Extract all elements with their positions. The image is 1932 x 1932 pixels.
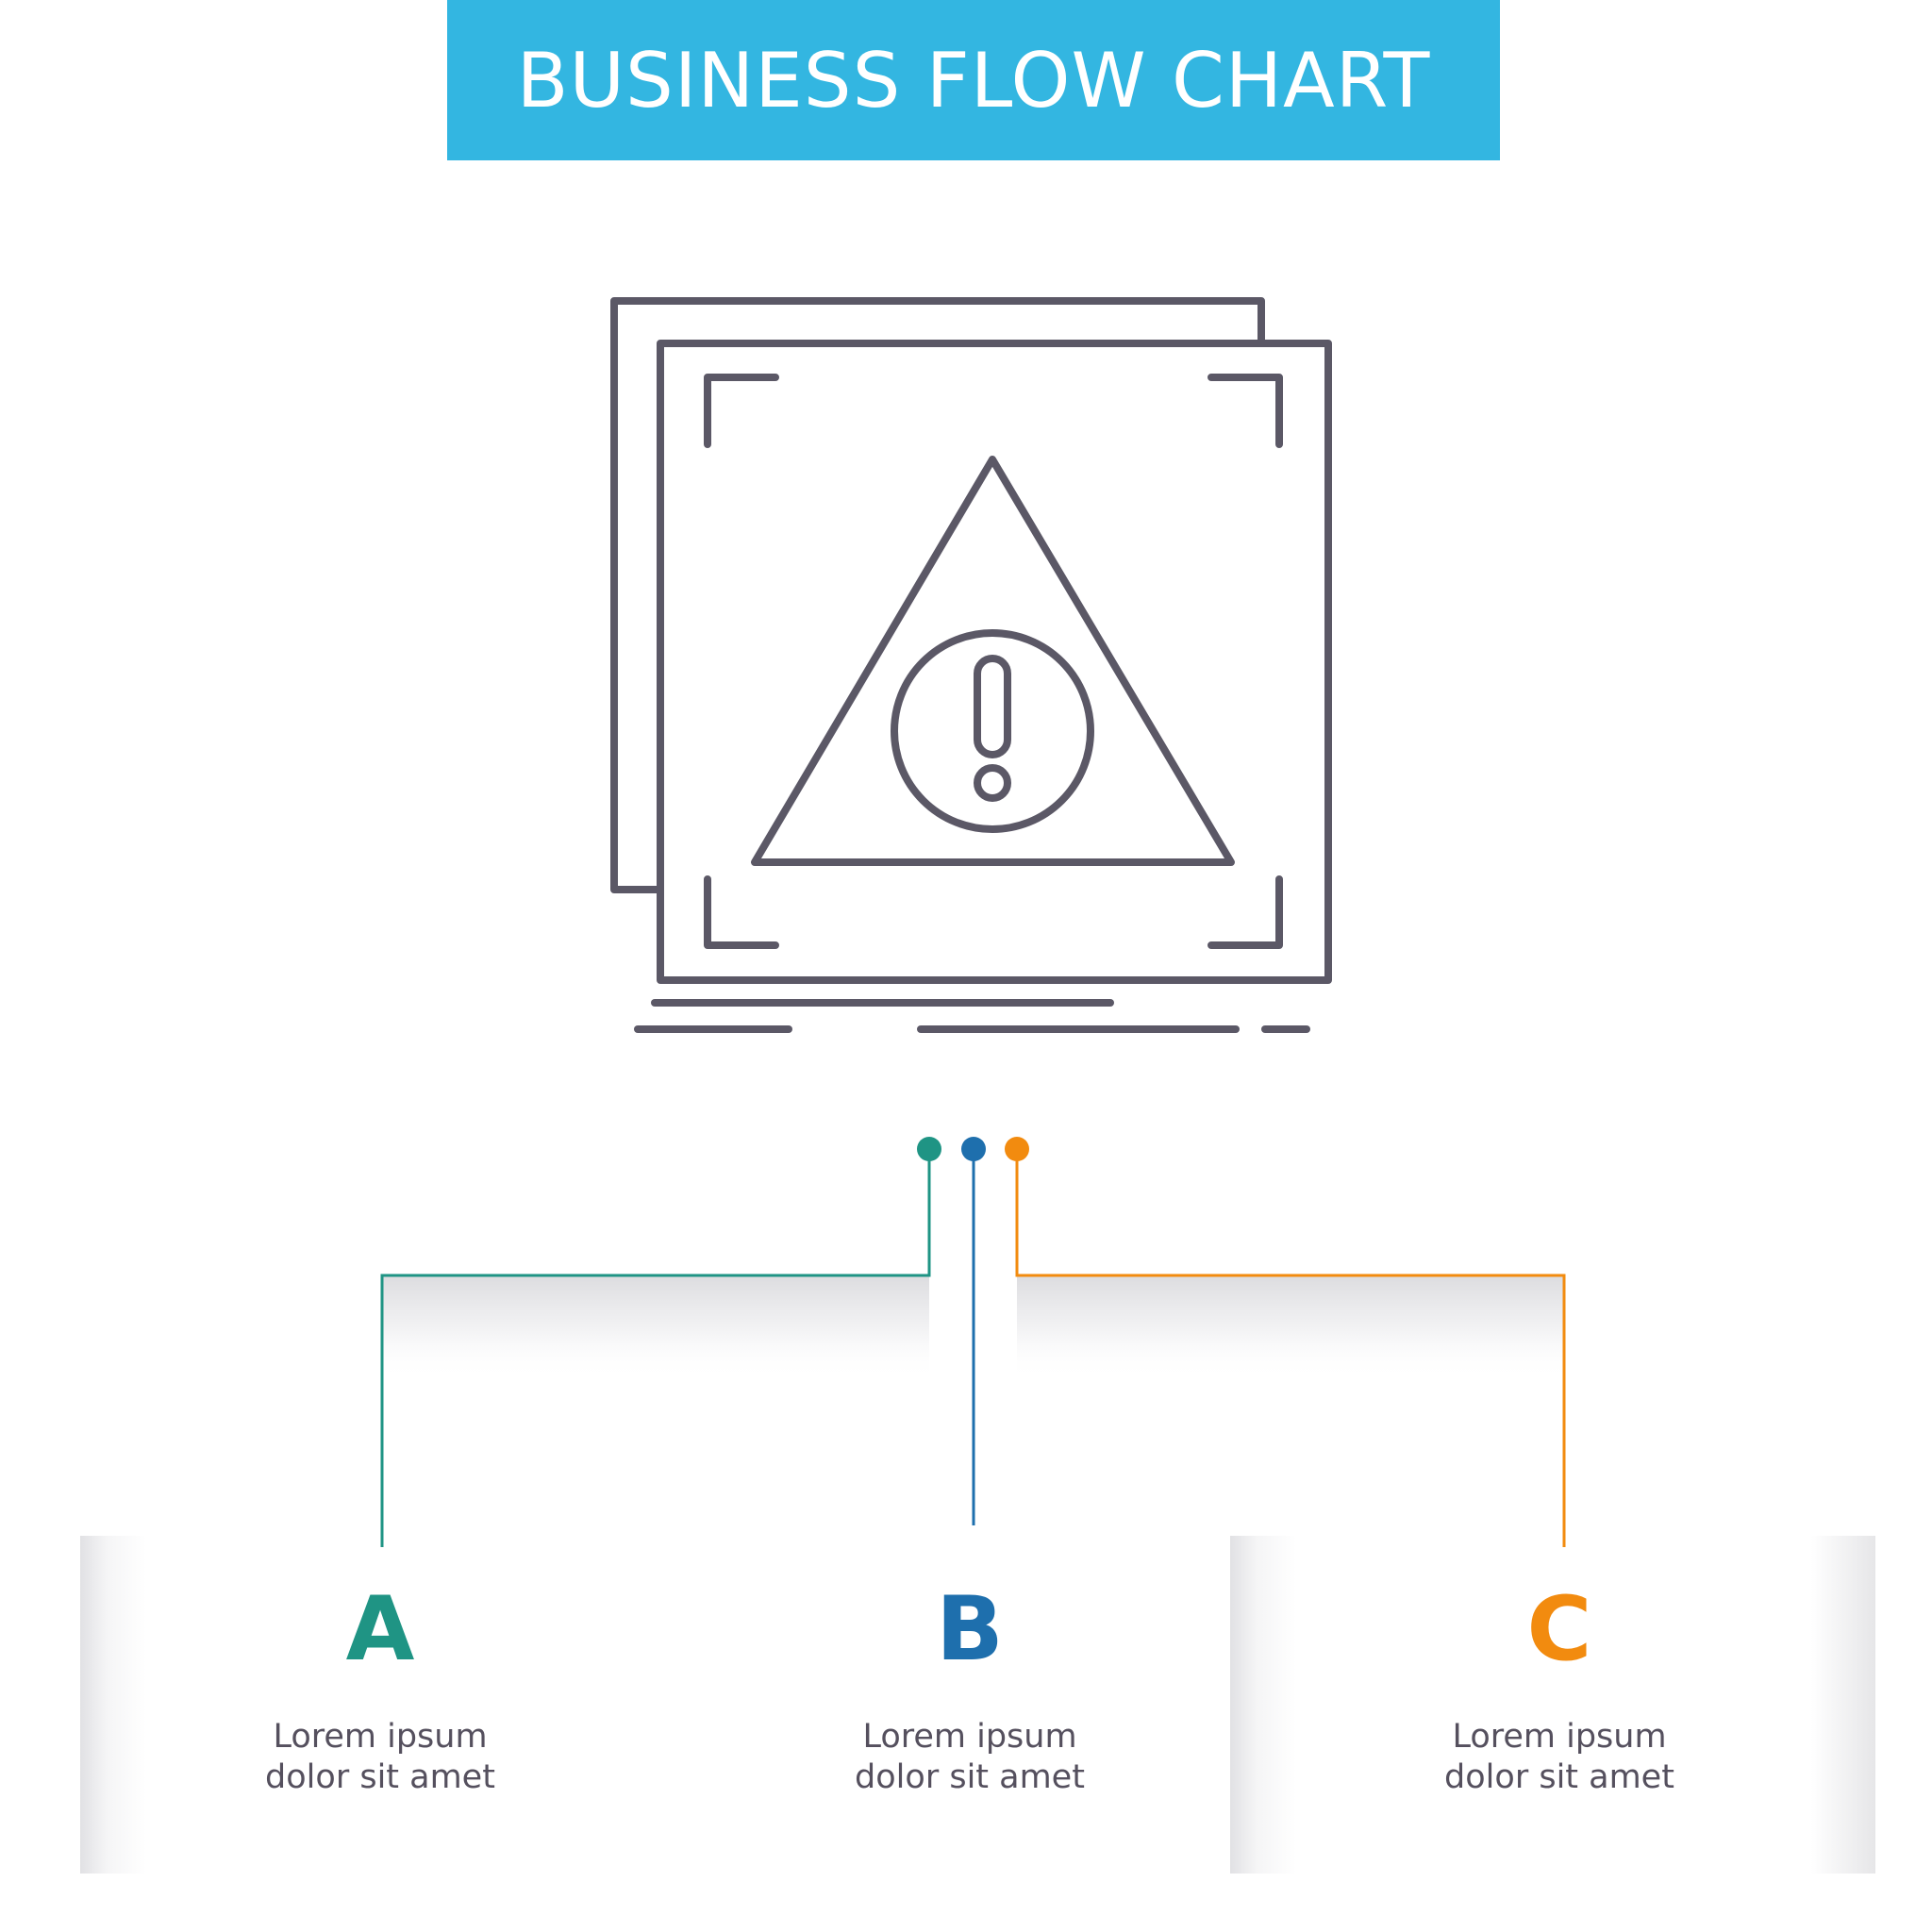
step-text-c-line2: dolor sit amet (1444, 1758, 1674, 1796)
connector-shadow-left (382, 1275, 929, 1379)
step-text-b-line1: Lorem ipsum (862, 1718, 1077, 1756)
connector-shadow-right (1017, 1275, 1564, 1379)
step-card-b (650, 1536, 1295, 1874)
connector-c (1015, 1149, 1566, 1547)
connector-a (380, 1149, 931, 1547)
step-text-a-line2: dolor sit amet (265, 1758, 495, 1796)
step-card-a (80, 1536, 725, 1874)
step-letter-b: B (936, 1578, 1004, 1681)
step-card-c (1230, 1536, 1875, 1874)
dot-a (917, 1137, 941, 1161)
step-text-c-line1: Lorem ipsum (1452, 1718, 1667, 1756)
step-letter-a: A (345, 1578, 415, 1681)
step-text-a: Lorem ipsum dolor sit amet (192, 1717, 569, 1798)
dot-b (961, 1137, 986, 1161)
step-text-c: Lorem ipsum dolor sit amet (1371, 1717, 1748, 1798)
dot-c (1005, 1137, 1029, 1161)
title-banner: BUSINESS FLOW CHART (447, 0, 1500, 160)
step-text-b: Lorem ipsum dolor sit amet (781, 1717, 1158, 1798)
step-letter-c: C (1526, 1578, 1592, 1681)
step-text-a-line1: Lorem ipsum (273, 1718, 488, 1756)
warning-triangle-screen-icon (610, 297, 1332, 1033)
step-text-b-line2: dolor sit amet (855, 1758, 1085, 1796)
page-title: BUSINESS FLOW CHART (516, 36, 1431, 125)
